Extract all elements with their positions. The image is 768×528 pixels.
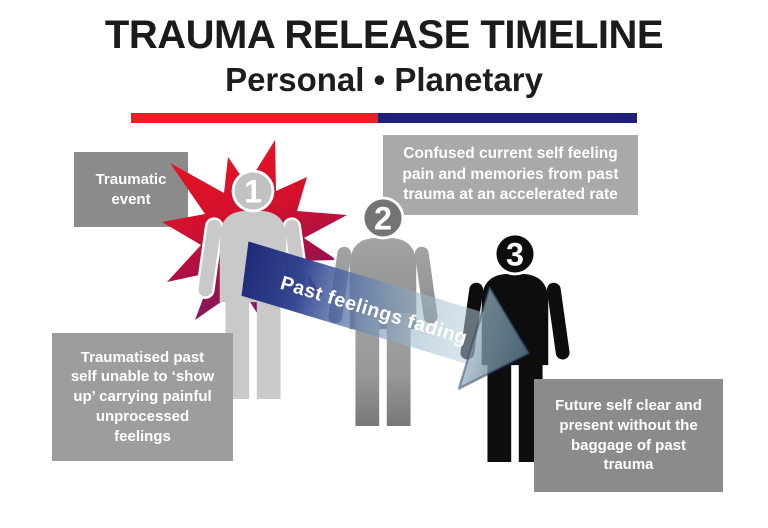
arrow-head-icon	[457, 285, 531, 390]
figure-future-self: 3	[457, 232, 573, 464]
traumatic-event-text: Traumatic event	[95, 170, 167, 208]
figure-number-2: 2	[374, 200, 392, 236]
figure-number-1: 1	[244, 173, 262, 209]
future-self-box: Future self clear and present without th…	[534, 379, 723, 492]
divider-bar	[131, 113, 637, 123]
divider-red-segment	[131, 113, 378, 123]
page-title: TRAUMA RELEASE TIMELINE	[104, 13, 664, 57]
figure-past-self: 1	[195, 169, 311, 401]
confused-current-self-box: Confused current self feeling pain and m…	[383, 135, 638, 215]
traumatised-past-self-text: Traumatised past self unable to ‘show up…	[70, 348, 215, 445]
divider-blue-segment	[378, 113, 637, 123]
figure-current-self: 2	[325, 196, 441, 428]
future-self-text: Future self clear and present without th…	[555, 396, 702, 474]
figure-future-self-head	[493, 232, 537, 276]
figure-number-3: 3	[506, 236, 524, 272]
page-subtitle: Personal • Planetary	[225, 61, 543, 98]
figure-current-self-head	[361, 196, 405, 240]
traumatised-past-self-box: Traumatised past self unable to ‘show up…	[52, 333, 233, 461]
confused-current-self-text: Confused current self feeling pain and m…	[402, 145, 619, 204]
figure-past-self-head	[231, 169, 275, 213]
traumatic-event-box: Traumatic event	[74, 152, 188, 227]
arrow-shaft	[241, 241, 484, 365]
